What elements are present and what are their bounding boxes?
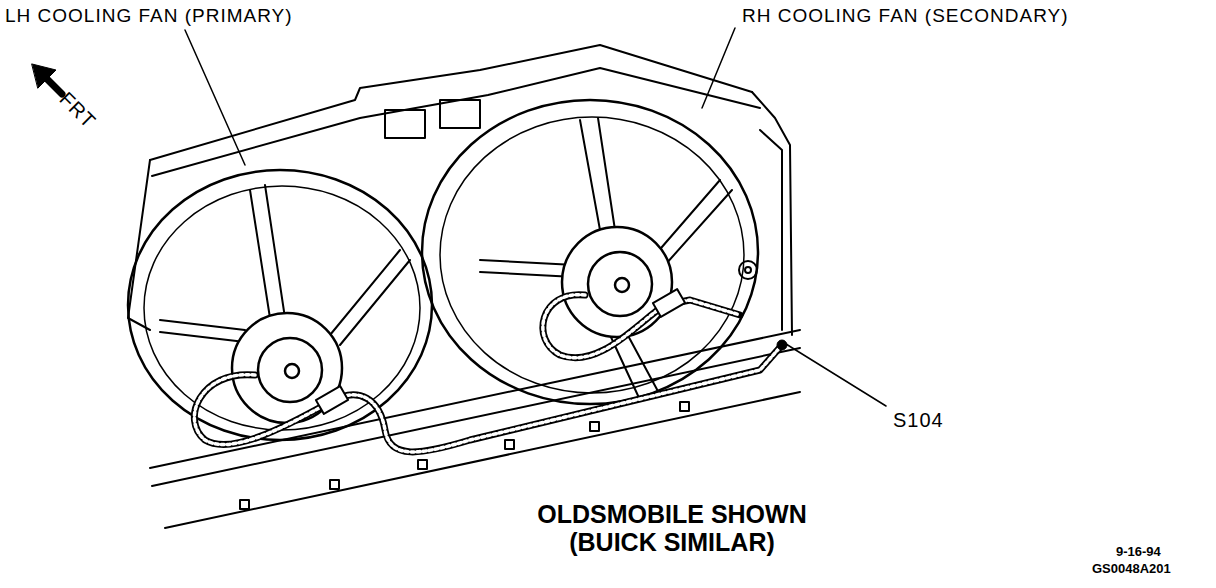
- housing-edge: [760, 130, 782, 330]
- splice-label: S104: [893, 409, 944, 431]
- motor-hub: [615, 278, 629, 292]
- part-label: LH COOLING FAN (PRIMARY): [5, 6, 293, 27]
- fan-motor: [588, 252, 652, 316]
- rail-hole: [240, 500, 249, 509]
- housing-edge: [752, 92, 792, 335]
- lower-rail: [150, 330, 800, 528]
- bracket: [440, 100, 480, 128]
- lh-fan: [128, 170, 432, 440]
- caption: OLDSMOBILE SHOWN (BUICK SIMILAR): [507, 500, 837, 556]
- date-label: 9-16-94: [1116, 545, 1161, 559]
- fan-shroud: [422, 100, 758, 404]
- rail-hole: [418, 460, 427, 469]
- fan-shroud: [128, 170, 432, 440]
- fan-spoke: [655, 180, 732, 265]
- fan-spoke: [580, 118, 615, 230]
- part-label: RH COOLING FAN (SECONDARY): [742, 6, 1069, 27]
- rail-hole: [680, 402, 689, 411]
- connector: [316, 386, 348, 414]
- radiator-housing: [128, 45, 792, 335]
- bracket: [385, 110, 425, 138]
- leader-line: [786, 344, 886, 406]
- fan-spoke: [330, 250, 410, 345]
- wire-harness: [194, 289, 787, 452]
- harness: [543, 295, 740, 358]
- connector: [653, 289, 685, 317]
- leader-lines: [185, 28, 886, 406]
- arrow-head: [32, 64, 56, 88]
- fan-shroud: [144, 186, 420, 430]
- rail-edge: [152, 348, 800, 486]
- front-label: FRT: [56, 88, 101, 133]
- leader-line: [702, 28, 735, 108]
- fan-motor: [258, 338, 322, 402]
- bolt: [745, 267, 751, 273]
- front-arrow: [32, 64, 62, 94]
- splice: [777, 340, 787, 350]
- leader-line: [185, 30, 245, 165]
- rail-hole: [590, 422, 599, 431]
- fan-spoke: [250, 185, 285, 318]
- rh-fan: [422, 100, 758, 404]
- rail-edge: [150, 330, 800, 468]
- fan-motor: [562, 227, 672, 337]
- harness: [543, 295, 740, 358]
- fan-spoke: [480, 260, 575, 277]
- harness: [194, 345, 782, 452]
- harness: [194, 345, 782, 452]
- rail-hole: [505, 440, 514, 449]
- figure-code: GS0048A201: [1092, 562, 1171, 576]
- rail-hole: [330, 480, 339, 489]
- fan-spoke: [160, 320, 245, 342]
- housing-edge: [128, 160, 150, 330]
- motor-hub: [285, 364, 299, 378]
